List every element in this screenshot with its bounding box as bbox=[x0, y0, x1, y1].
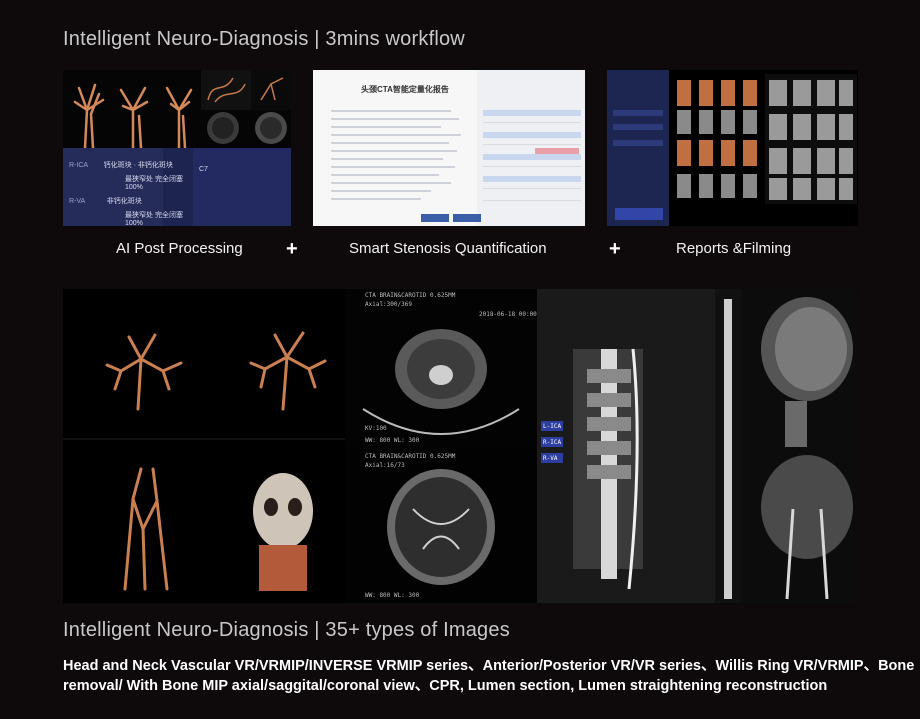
ct-window-label: WW: 800 WL: 300 bbox=[365, 437, 420, 444]
ct-date-label: 2018-06-18 00:00 bbox=[479, 311, 537, 318]
ct-series-label: CTA BRAIN&CAROTID 0.625MM bbox=[365, 453, 456, 460]
ct-window-label: WW: 800 WL: 300 bbox=[365, 592, 420, 599]
vessel-name: R-ICA bbox=[69, 162, 88, 169]
ai-result-row-2: R-VA 非钙化斑块 最狭窄处 完全闭塞100% bbox=[69, 196, 199, 226]
plus-separator: + bbox=[609, 238, 621, 260]
vessel-name: R-VA bbox=[69, 198, 85, 205]
images-section-title: Intelligent Neuro-Diagnosis | 35+ types … bbox=[63, 619, 510, 641]
images-description-line-1: Head and Neck Vascular VR/VRMIP/INVERSE … bbox=[63, 658, 915, 674]
vessel-vr-thumbnails bbox=[63, 70, 291, 226]
step-label-stenosis-quantification: Smart Stenosis Quantification bbox=[349, 240, 547, 257]
step-label-ai-post-processing: AI Post Processing bbox=[116, 240, 243, 257]
workflow-title: Intelligent Neuro-Diagnosis | 3mins work… bbox=[63, 28, 465, 50]
ct-image-mosaic bbox=[63, 289, 858, 603]
image-types-mosaic: CTA BRAIN&CAROTID 0.625MM Axial:300/369 … bbox=[63, 289, 858, 603]
plus-separator: + bbox=[286, 238, 298, 260]
report-title: 头颈CTA智能定量化报告 bbox=[361, 85, 449, 94]
ct-axial-label: Axial:300/369 bbox=[365, 301, 412, 308]
stenosis-report-panel: 头颈CTA智能定量化报告 bbox=[313, 70, 585, 226]
vessel-tag-lica: L-ICA bbox=[543, 423, 562, 430]
ct-series-label: CTA BRAIN&CAROTID 0.625MM bbox=[365, 292, 456, 299]
segment-label: C7 bbox=[199, 166, 208, 173]
ai-post-processing-panel: R-ICA 钙化斑块 · 非钙化斑块 最狭窄处 完全闭塞100% R-VA 非钙… bbox=[63, 70, 291, 226]
vessel-tag-rva: R-VA bbox=[543, 455, 558, 462]
vr-vessel-top bbox=[105, 331, 327, 411]
plaque-result: 非钙化斑块 bbox=[106, 198, 142, 205]
stenosis-note: 最狭窄处 完全闭塞100% bbox=[125, 176, 183, 191]
vr-vessel-bottom bbox=[123, 467, 169, 591]
ct-axial-label: Axial:16/73 bbox=[365, 462, 405, 469]
stenosis-note: 最狭窄处 完全闭塞100% bbox=[125, 212, 183, 226]
vessel-tag-rica: R-ICA bbox=[543, 439, 562, 446]
step-label-reports-filming: Reports &Filming bbox=[676, 240, 792, 257]
reports-filming-panel bbox=[607, 70, 858, 226]
plaque-result: 钙化斑块 · 非钙化斑块 bbox=[103, 162, 173, 169]
ct-kv-label: KV:100 bbox=[365, 425, 387, 432]
images-description-line-2: removal/ With Bone MIP axial/saggital/co… bbox=[63, 678, 828, 694]
filming-layout-thumbnails bbox=[607, 70, 858, 226]
ai-result-row-1: R-ICA 钙化斑块 · 非钙化斑块 最狭窄处 完全闭塞100% bbox=[69, 160, 199, 191]
report-document-lines bbox=[313, 70, 585, 226]
